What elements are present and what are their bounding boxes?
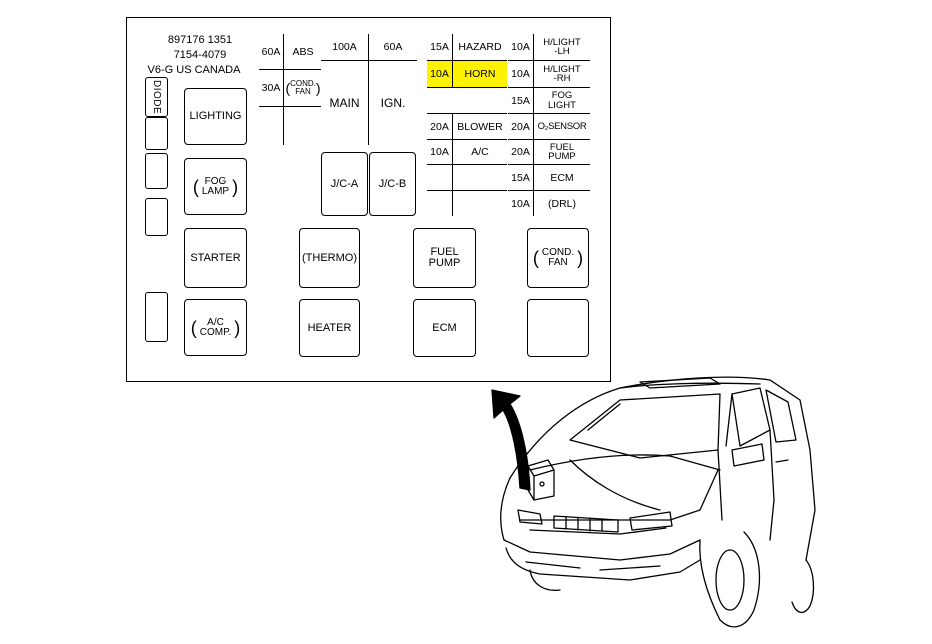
fuse-cond-fan-label: COND. FAN xyxy=(290,79,316,96)
fuse-horn-amp: 10A xyxy=(427,60,453,88)
relay-ac-comp-label: A/C COMP. xyxy=(199,316,232,338)
diode-slot-2 xyxy=(145,117,168,150)
empty-slot-2 xyxy=(145,198,168,236)
relay-lighting: LIGHTING xyxy=(184,88,247,145)
fuse-hlight-lh-amp: 10A xyxy=(508,34,534,61)
relay-empty xyxy=(527,299,589,357)
relay-heater-label: HEATER xyxy=(307,321,352,334)
variant-label: V6-G US CANADA xyxy=(147,64,241,76)
part-code: 7154-4079 xyxy=(173,49,227,61)
fuse-empty-c2 xyxy=(427,164,453,191)
relay-ac-comp: (A/C COMP.) xyxy=(184,299,247,356)
diode-label: DIODE xyxy=(151,79,162,115)
junction-jc-b-label: J/C-B xyxy=(378,177,407,190)
relay-thermo-label: (THERMO) xyxy=(302,251,357,264)
fuse-cond-fan-name: (COND. FAN) xyxy=(283,69,322,107)
relay-cond-fan-label: COND. FAN xyxy=(541,247,575,268)
fuse-abs-amp: 60A xyxy=(259,34,284,70)
fuse-drl-amp: 10A xyxy=(508,190,534,216)
fuse-ac: A/C xyxy=(452,139,507,165)
vehicle-illustration xyxy=(491,376,816,628)
arrow-icon xyxy=(491,389,531,491)
fuse-empty-c4 xyxy=(427,190,453,216)
diode-slot: DIODE xyxy=(145,77,168,117)
fuse-hlight-lh: H/LIGHT -LH xyxy=(533,34,590,61)
fuse-hlight-rh: H/LIGHT -RH xyxy=(533,60,590,88)
relay-lighting-label: LIGHTING xyxy=(189,110,242,122)
empty-slot-1 xyxy=(145,153,168,189)
fuse-o2-sensor: O₂SENSOR xyxy=(533,113,590,140)
fuse-cond-fan-amp: 30A xyxy=(259,69,284,107)
fuse-o2-sensor-amp: 20A xyxy=(508,113,534,140)
fuse-hazard: HAZARD xyxy=(452,34,507,61)
fuse-blower: BLOWER xyxy=(452,113,507,140)
fuse-fog-light-amp: 15A xyxy=(508,87,534,114)
fuse-hazard-amp: 15A xyxy=(427,34,453,61)
relay-heater: HEATER xyxy=(299,299,360,357)
fuse-empty-a1 xyxy=(259,106,284,145)
fuse-ign-amp: 60A xyxy=(368,34,417,61)
fuse-main-amp: 100A xyxy=(321,34,369,61)
fuse-horn: HORN xyxy=(452,60,507,88)
fuse-empty-c5 xyxy=(452,190,507,216)
fuse-main: MAIN xyxy=(321,60,369,145)
fuse-empty-c1 xyxy=(427,87,507,114)
fuse-ecm-amp: 15A xyxy=(508,164,534,191)
junction-jc-b: J/C-B xyxy=(369,152,416,216)
relay-ecm-label: ECM xyxy=(432,321,457,334)
empty-slot-3 xyxy=(145,292,168,342)
fuse-fuel-pump-amp: 20A xyxy=(508,139,534,165)
relay-fog-lamp: (FOG LAMP) xyxy=(184,158,247,215)
fuse-fuel-pump: FUEL PUMP xyxy=(533,139,590,165)
fuse-empty-c3 xyxy=(452,164,507,191)
fuse-empty-a2 xyxy=(283,106,322,145)
junction-jc-a: J/C-A xyxy=(321,152,368,216)
junction-jc-a-label: J/C-A xyxy=(330,177,359,190)
fuse-drl: (DRL) xyxy=(533,190,590,216)
fuse-blower-amp: 20A xyxy=(427,113,453,140)
relay-starter-label: STARTER xyxy=(190,251,241,264)
relay-fog-lamp-label: FOG LAMP xyxy=(201,175,230,197)
relay-fuel-pump: FUEL PUMP xyxy=(413,228,476,288)
fuse-ecm: ECM xyxy=(533,164,590,191)
relay-ecm: ECM xyxy=(413,299,476,357)
relay-cond-fan: (COND. FAN) xyxy=(527,228,589,288)
fuse-fog-light: FOG LIGHT xyxy=(533,87,590,114)
fuse-hlight-rh-amp: 10A xyxy=(508,60,534,88)
part-number-label: 897176 1351 7154-4079 V6-G US CANADA xyxy=(140,33,260,78)
fuse-ign: IGN. xyxy=(368,60,417,145)
part-number: 897176 1351 xyxy=(167,34,233,46)
relay-starter: STARTER xyxy=(184,228,247,288)
relay-fuel-pump-label: FUEL PUMP xyxy=(428,246,461,269)
fuse-ac-amp: 10A xyxy=(427,139,453,165)
relay-thermo: (THERMO) xyxy=(299,228,360,288)
fuse-abs-name: ABS xyxy=(283,34,322,70)
